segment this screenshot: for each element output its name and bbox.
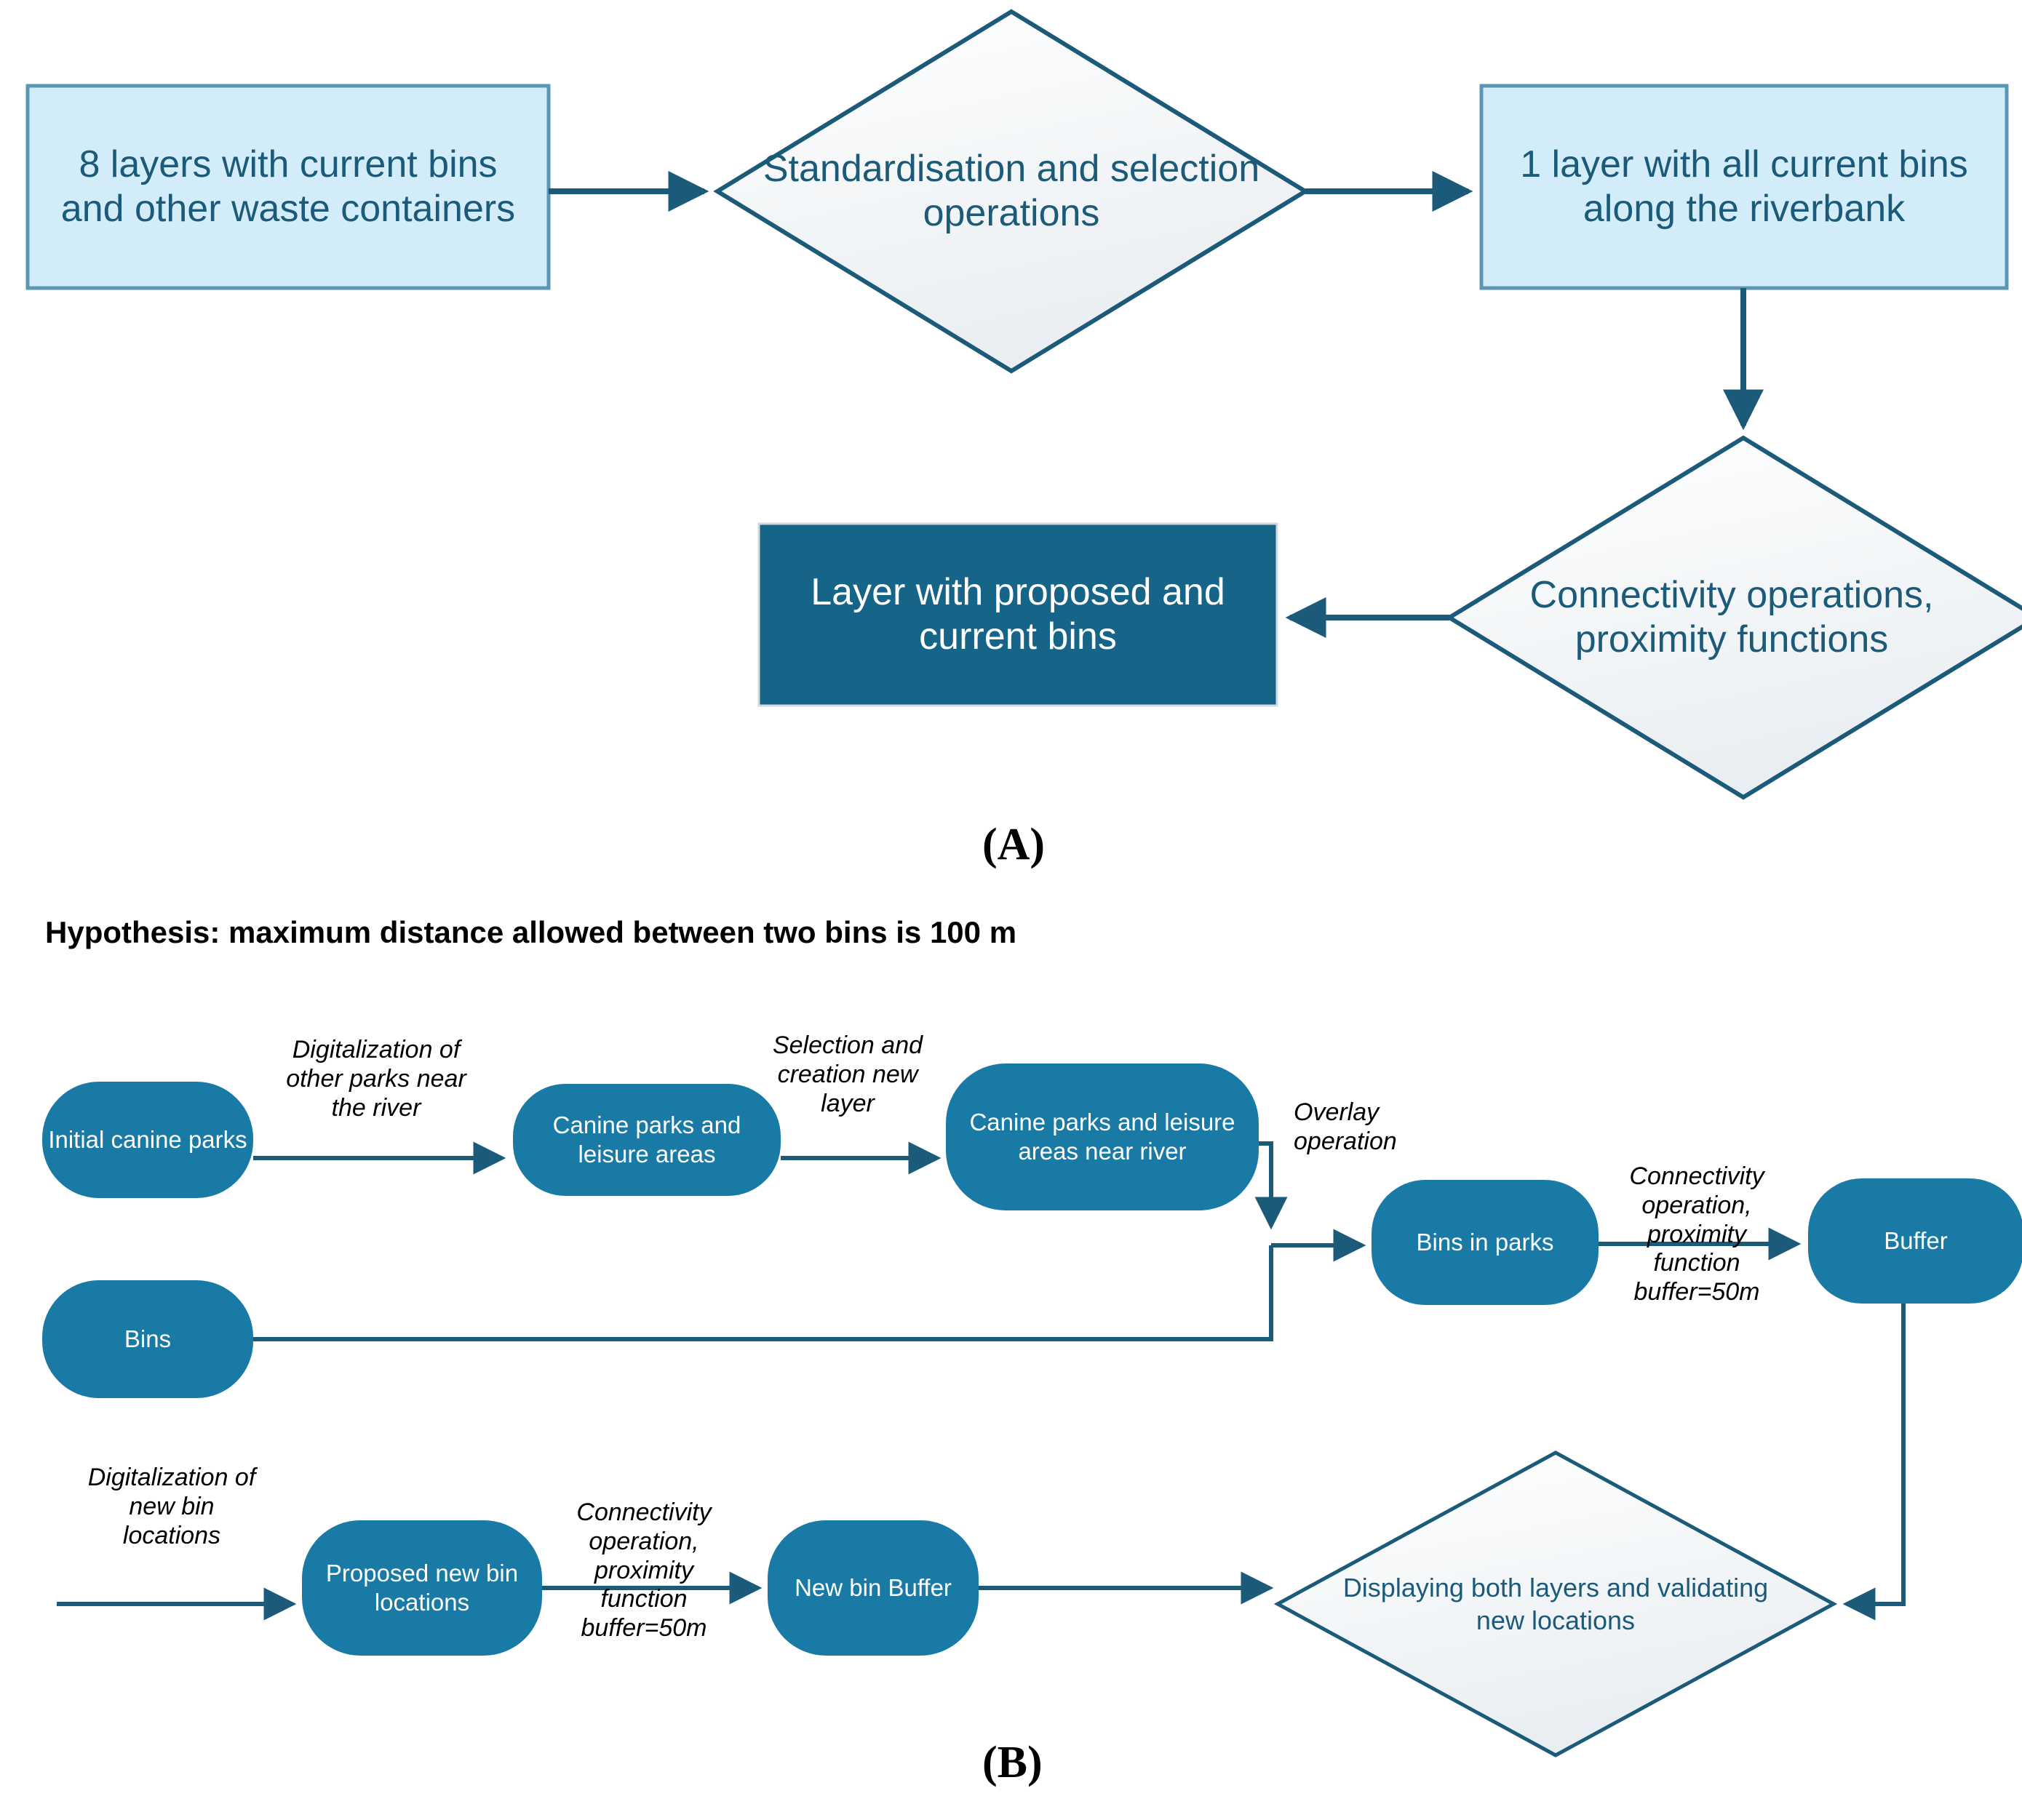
node-b-bins-in-parks [1372, 1180, 1599, 1305]
node-b-new-bin-buffer [768, 1520, 979, 1656]
edge-b-bins-to-junction [253, 1245, 1273, 1341]
node-b-displaying-validating [1273, 1450, 1838, 1757]
node-a-layer-proposed-current [757, 522, 1278, 707]
node-b-initial-canine-parks [42, 1082, 253, 1198]
node-a-one-layer-riverbank [1479, 84, 2009, 290]
node-a-standardisation [713, 9, 1310, 374]
node-b-canine-parks-leisure-river [946, 1063, 1259, 1210]
node-a-layers-current-bins [25, 84, 551, 290]
node-b-bins [42, 1280, 253, 1398]
node-a-connectivity-proximity [1445, 435, 2022, 800]
node-b-proposed-new-bin-locations [302, 1520, 542, 1656]
node-b-canine-parks-leisure [513, 1084, 781, 1196]
node-b-buffer [1808, 1178, 2022, 1304]
hypothesis-text: Hypothesis: maximum distance allowed bet… [45, 915, 1017, 949]
edge-b-buffer-to-displaying [1842, 1304, 1906, 1621]
edge-b-nearriver-to-junction [1254, 1141, 1288, 1230]
panel-a-letter: (A) [982, 820, 1046, 869]
panel-b-letter: (B) [982, 1738, 1043, 1787]
